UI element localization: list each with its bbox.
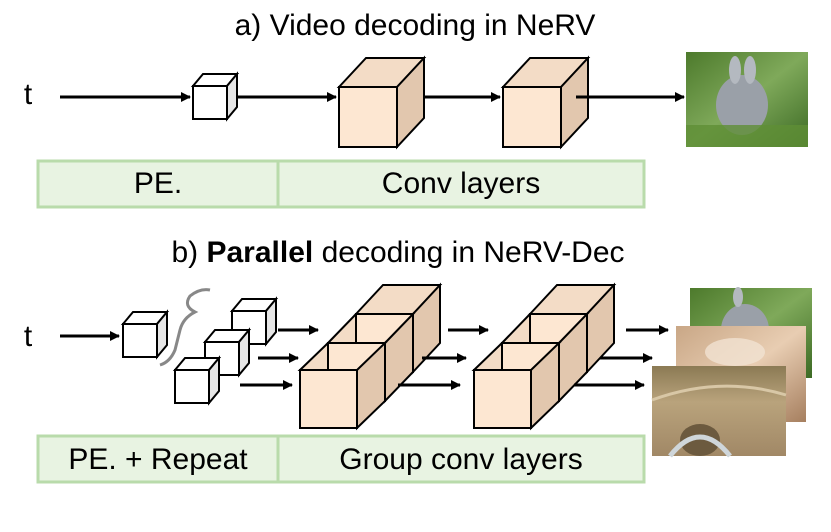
section-a-title: a) Video decoding in NeRV: [235, 9, 596, 42]
repeat-brace: [159, 288, 211, 367]
pe-cube-b: [120, 309, 170, 360]
section-a-input-t: t: [24, 78, 33, 111]
section-b-title: b) Parallel decoding in NeRV-Dec: [171, 236, 624, 269]
bar-a-pe-label: PE.: [134, 167, 182, 200]
group-conv-block-2: [471, 282, 617, 431]
conv-cube-a-1: [336, 55, 427, 150]
bar-b-pe-repeat-label: PE. + Repeat: [68, 443, 248, 476]
repeat-cube-3: [172, 355, 222, 406]
output-frame-b-3: [651, 366, 787, 458]
bar-b-group-conv-label: Group conv layers: [339, 443, 582, 476]
section-b-input-t: t: [24, 320, 33, 353]
bar-a-conv-label: Conv layers: [382, 167, 540, 200]
bar-b: PE. + Repeat Group conv layers: [36, 434, 646, 484]
bar-b-frame: [36, 434, 646, 484]
group-conv-block-1: [297, 282, 443, 431]
bar-a-frame: [36, 159, 646, 209]
repeat-cube-2: [202, 327, 252, 378]
output-frame-a: [686, 52, 808, 147]
conv-cube-a-2: [500, 55, 591, 150]
pe-cube-a: [190, 71, 240, 122]
bar-a: PE. Conv layers: [36, 159, 646, 209]
